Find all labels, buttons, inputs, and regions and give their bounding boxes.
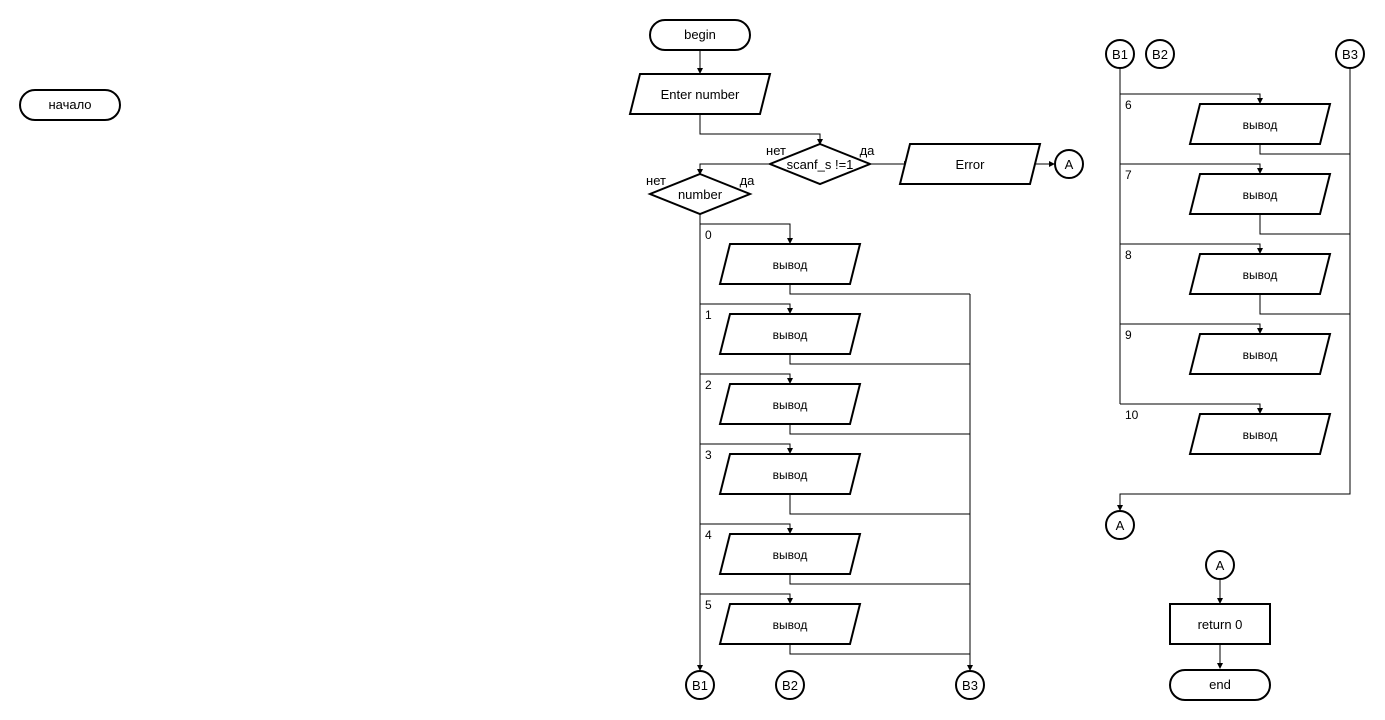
output-vyvod-case-3[interactable]	[718, 453, 862, 495]
case-label-8: 8	[1125, 248, 1132, 262]
case-label-5: 5	[705, 598, 712, 612]
enter-number-label: Enter number	[661, 87, 740, 102]
begin-terminator[interactable]	[649, 19, 751, 51]
connector-b2-bottom-label: B2	[782, 678, 798, 693]
connector-b2-top-label: B2	[1152, 47, 1168, 62]
connector-a-return-entry-label: A	[1216, 558, 1225, 573]
scanf-no-label: нет	[766, 143, 786, 158]
connector-a-error-label: A	[1065, 157, 1074, 172]
nachalo-label: начало	[48, 97, 91, 112]
connector-b3-top-label: B3	[1342, 47, 1358, 62]
vyvod-case-8-label: вывод	[1243, 268, 1278, 282]
output-vyvod-case-4[interactable]	[718, 533, 862, 575]
case-label-0: 0	[705, 228, 712, 242]
vyvod-case-2-label: вывод	[773, 398, 808, 412]
case-label-2: 2	[705, 378, 712, 392]
connector-b2-top[interactable]	[1145, 39, 1175, 69]
connector-b3-top[interactable]	[1335, 39, 1365, 69]
connector-a-error[interactable]	[1054, 149, 1084, 179]
output-vyvod-case-5[interactable]	[718, 603, 862, 645]
connector-b2-bottom[interactable]	[775, 670, 805, 700]
connector-a-return-entry[interactable]	[1205, 550, 1235, 580]
end-label: end	[1209, 677, 1231, 692]
scanf-condition-label: scanf_s !=1	[787, 157, 854, 172]
arrowheads	[697, 68, 1263, 671]
vyvod-case-4-label: вывод	[773, 548, 808, 562]
vyvod-case-9-label: вывод	[1243, 348, 1278, 362]
number-yes-label: да	[740, 173, 756, 188]
output-vyvod-case-0[interactable]	[718, 243, 862, 285]
decision-scanf[interactable]	[767, 142, 873, 186]
vyvod-case-7-label: вывод	[1243, 188, 1278, 202]
case-label-7: 7	[1125, 168, 1132, 182]
decision-number[interactable]	[647, 172, 753, 216]
end-terminator[interactable]	[1169, 669, 1271, 701]
vyvod-case-6-label: вывод	[1243, 118, 1278, 132]
number-no-label: нет	[646, 173, 666, 188]
connector-b1-bottom-label: B1	[692, 678, 708, 693]
input-enter-number[interactable]	[628, 73, 772, 115]
connector-a-right-exit-label: A	[1116, 518, 1125, 533]
case-label-10: 10	[1125, 408, 1139, 422]
start-terminator-nachalo[interactable]	[19, 89, 121, 121]
output-vyvod-case-10[interactable]	[1188, 413, 1332, 455]
case-label-4: 4	[705, 528, 712, 542]
output-vyvod-case-2[interactable]	[718, 383, 862, 425]
error-label: Error	[956, 157, 986, 172]
vyvod-case-1-label: вывод	[773, 328, 808, 342]
vyvod-case-0-label: вывод	[773, 258, 808, 272]
connector-b1-top[interactable]	[1105, 39, 1135, 69]
connector-b1-top-label: B1	[1112, 47, 1128, 62]
scanf-yes-label: да	[860, 143, 876, 158]
connector-b3-bottom[interactable]	[955, 670, 985, 700]
connector-b1-bottom[interactable]	[685, 670, 715, 700]
case-label-3: 3	[705, 448, 712, 462]
output-vyvod-case-7[interactable]	[1188, 173, 1332, 215]
output-vyvod-case-6[interactable]	[1188, 103, 1332, 145]
process-return-0[interactable]	[1169, 603, 1271, 645]
output-vyvod-case-8[interactable]	[1188, 253, 1332, 295]
case-label-9: 9	[1125, 328, 1132, 342]
vyvod-case-5-label: вывод	[773, 618, 808, 632]
connector-b3-bottom-label: B3	[962, 678, 978, 693]
output-vyvod-case-1[interactable]	[718, 313, 862, 355]
number-label: number	[678, 187, 723, 202]
vyvod-case-3-label: вывод	[773, 468, 808, 482]
connector-a-right-exit[interactable]	[1105, 510, 1135, 540]
vyvod-case-10-label: вывод	[1243, 428, 1278, 442]
return-0-label: return 0	[1198, 617, 1243, 632]
output-vyvod-case-9[interactable]	[1188, 333, 1332, 375]
begin-label: begin	[684, 27, 716, 42]
output-error[interactable]	[898, 143, 1042, 185]
case-label-1: 1	[705, 308, 712, 322]
case-label-6: 6	[1125, 98, 1132, 112]
